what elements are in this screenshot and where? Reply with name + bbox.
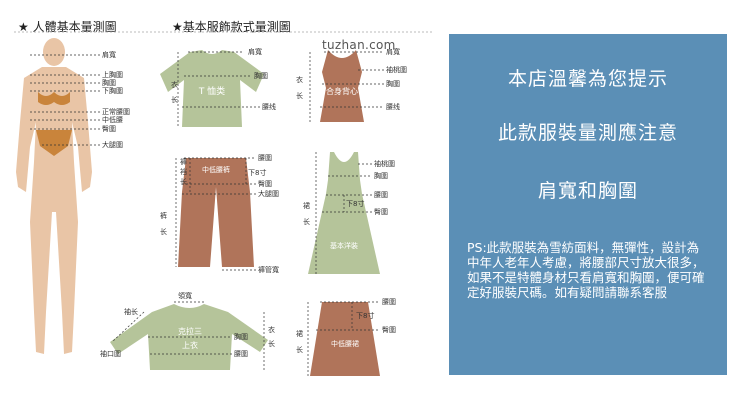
pants-side-label: 长 <box>180 177 187 186</box>
pants-side-label: 褲 <box>180 157 187 166</box>
notice-note: PS:此款服裝為雪紡面料，無彈性，設計為中年人老年人考慮，將腰部尺寸放大很多，如… <box>467 240 705 300</box>
skirt-figure: 中低腰裙 腰圍 下8寸 臀圍 裙 长 <box>296 298 396 376</box>
skirt-side-label: 裙 <box>296 329 303 338</box>
pants-side-label: 长 <box>160 227 167 236</box>
tshirt-label: 肩寬 <box>248 47 262 56</box>
dress-name: 基本洋裝 <box>330 241 358 250</box>
pants-label: 腰圍 <box>258 154 272 162</box>
body-label: 胸圍 <box>102 78 116 87</box>
cardigan-label: 袖口圍 <box>100 349 121 358</box>
body-label: 下胸圍 <box>102 86 123 95</box>
tshirt-label: 腰线 <box>262 102 276 111</box>
pants-label: 臀圍 <box>258 180 272 188</box>
notice-line-3: 肩寬和胸圍 <box>537 180 638 202</box>
vest-label: 腰线 <box>386 102 400 111</box>
pants-side-label: 裆 <box>180 167 187 176</box>
size-chart-image: ★ 人體基本量測圖 ★基本服飾款式量測圖 tuzhan.com 肩寬 上胸圍 胸… <box>12 12 434 384</box>
body-figure <box>16 38 92 354</box>
cardigan-figure: 克拉三 上衣 領寬 胸圍 腰圍 袖长 袖口圍 衣 长 <box>100 291 275 370</box>
vest-label: 肩寬 <box>386 47 400 56</box>
pants-figure: 中低腰裤 腰圍 下8寸 臀圍 大腿圍 褲管寬 褲 裆 长 裤 长 <box>160 154 279 274</box>
pants-label: 下8寸 <box>248 168 266 177</box>
vest-side-label: 衣 <box>296 75 303 84</box>
dress-figure: 基本洋裝 袖桃圍 胸圍 腰圍 下8寸 臀圍 裙 长 <box>303 152 395 274</box>
tshirt-side-label: 长 <box>171 95 178 104</box>
tshirt-figure: T 恤类 肩寬 胸圍 腰线 衣 长 <box>160 47 276 127</box>
skirt-label: 腰圍 <box>382 298 396 306</box>
cardigan-side-label: 长 <box>268 339 275 348</box>
pants-label: 褲管寬 <box>258 265 279 274</box>
tshirt-name: T 恤类 <box>198 85 225 97</box>
tshirt-side-label: 衣 <box>171 80 178 89</box>
vest-label: 袖桃圍 <box>386 65 407 74</box>
body-measure-lines <box>30 54 100 146</box>
notice-line-1: 本店溫馨為您提示 <box>507 68 668 90</box>
cardigan-label: 腰圍 <box>234 350 248 358</box>
vest-side-label: 长 <box>296 91 303 100</box>
dress-label: 下8寸 <box>346 199 364 208</box>
notice-line-2: 此款服裝量測應注意 <box>497 122 678 144</box>
pants-side-label: 裤 <box>160 211 167 220</box>
body-chart-title: ★ 人體基本量測圖 <box>18 20 117 34</box>
dress-side-label: 长 <box>303 217 310 226</box>
tshirt-label: 胸圍 <box>254 71 268 80</box>
body-label: 肩寬 <box>102 50 116 59</box>
cardigan-name: 上衣 <box>182 340 198 350</box>
body-label: 正常腰圍 <box>102 107 130 116</box>
dress-label: 胸圍 <box>374 171 388 180</box>
dress-label: 腰圍 <box>374 191 388 199</box>
watermark: tuzhan.com <box>322 38 396 52</box>
skirt-name: 中低腰裙 <box>331 339 359 348</box>
cardigan-label: 領寬 <box>178 291 192 300</box>
body-label: 中低腰 <box>102 115 123 124</box>
skirt-side-label: 长 <box>296 345 303 354</box>
cardigan-name: 克拉三 <box>178 326 202 336</box>
notice-panel: 本店溫馨為您提示 此款服裝量測應注意 肩寬和胸圍 PS:此款服裝為雪紡面料，無彈… <box>449 34 727 375</box>
body-labels: 肩寬 上胸圍 胸圍 下胸圍 正常腰圍 中低腰 臀圍 大腿圍 <box>102 50 130 149</box>
cardigan-label: 胸圍 <box>234 332 248 341</box>
dress-label: 袖桃圍 <box>374 159 395 168</box>
body-label: 大腿圍 <box>102 140 123 149</box>
cardigan-label: 袖长 <box>124 307 138 316</box>
dress-side-label: 裙 <box>303 201 310 210</box>
body-label: 上胸圍 <box>102 70 123 79</box>
skirt-label: 下8寸 <box>356 311 374 320</box>
body-label: 臀圍 <box>102 125 116 133</box>
vest-figure: 合身背心 肩寬 袖桃圍 胸圍 腰线 衣 长 <box>296 47 407 122</box>
cardigan-side-label: 衣 <box>268 325 275 334</box>
vest-name: 合身背心 <box>326 86 358 96</box>
pants-label: 大腿圍 <box>258 189 279 198</box>
vest-label: 胸圍 <box>386 79 400 88</box>
clothes-chart-title: ★基本服飾款式量測圖 <box>172 20 291 34</box>
dress-label: 臀圍 <box>374 208 388 216</box>
skirt-label: 臀圍 <box>382 326 396 334</box>
pants-name: 中低腰裤 <box>202 165 230 174</box>
measurement-diagram: 肩寬 上胸圍 胸圍 下胸圍 正常腰圍 中低腰 臀圍 大腿圍 T 恤类 肩寬 胸圍… <box>14 31 432 376</box>
